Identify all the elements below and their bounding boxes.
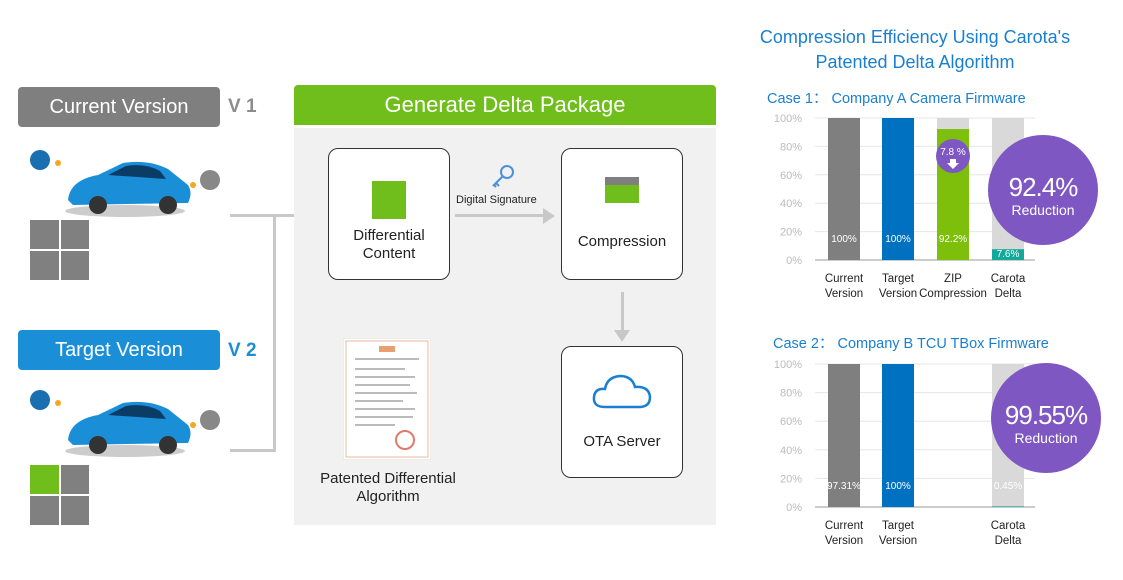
car-image-v2 [30,390,220,457]
target-version-text: Target Version [55,338,183,361]
bar [828,118,860,260]
panel-header: Generate Delta Package [294,85,716,125]
target-version-label: Target Version [18,330,220,370]
reduction-badge [988,135,1098,245]
x-tick-label: Version [879,535,917,547]
chart-title-line1: Compression Efficiency Using Carota's [759,27,1071,47]
data-label: 100% [831,234,857,245]
key-icon [492,165,514,188]
v1-label: V 1 [228,96,257,117]
reduction-value: 99.55% [1005,400,1088,430]
y-tick-label: 20% [780,473,802,485]
case2-title: Case 2： Company B TCU TBox Firmware [773,336,1049,352]
callout-value: 7.8 % [940,147,966,158]
connector-line [455,214,545,217]
compressed-block-icon [605,177,639,203]
case1-title: Case 1： Company A Camera Firmware [767,91,1026,107]
bar [882,364,914,507]
ota-server-label: OTA Server [583,433,661,450]
connector-line [230,449,275,452]
data-label: 97.31% [827,481,861,492]
differential-content-box: Differential Content [328,148,450,280]
x-tick-label: Carota [991,273,1026,285]
y-tick-label: 60% [780,416,802,428]
connector-line [621,292,624,332]
x-tick-label: Target [882,520,915,532]
blocks-v2-icon [30,465,89,525]
connector-line [273,214,276,452]
current-version-text: Current Version [49,95,189,118]
x-tick-label: Version [825,288,863,300]
car-image-v1 [30,150,220,217]
digital-signature-label: Digital Signature [456,194,537,206]
v2-label: V 2 [228,340,257,361]
patent-certificate-image [343,338,431,460]
green-block-icon [372,181,406,219]
callout-circle [936,139,970,173]
y-tick-label: 100% [774,113,802,125]
data-label: 7.6% [997,249,1020,260]
x-tick-label: Delta [995,288,1022,300]
arrow-right-icon [543,208,555,224]
ota-server-box: OTA Server [561,346,683,478]
data-label: 92.2% [939,234,967,245]
current-version-label: Current Version [18,87,220,127]
connector-line [230,214,275,217]
x-tick-label: Compression [919,288,987,300]
cloud-icon [592,374,652,409]
y-tick-label: 60% [780,170,802,182]
blocks-v1-icon [30,220,89,280]
y-tick-label: 20% [780,227,802,239]
compression-box: Compression [561,148,683,280]
reduction-label: Reduction [1011,202,1074,218]
x-tick-label: Carota [991,520,1026,532]
chart-title-line2: Patented Delta Algorithm [815,52,1015,72]
x-tick-label: Current [825,273,864,285]
reduction-value: 92.4% [1009,172,1079,202]
y-tick-label: 0% [786,502,802,514]
y-tick-label: 40% [780,445,802,457]
compression-label: Compression [577,233,667,250]
connector-line [273,214,313,217]
y-tick-label: 80% [780,141,802,153]
bar [992,249,1024,260]
data-label: 100% [885,481,911,492]
bar [828,364,860,507]
x-tick-label: ZIP [944,273,962,285]
x-tick-label: Delta [995,535,1022,547]
y-tick-label: 40% [780,198,802,210]
data-label: 100% [885,234,911,245]
data-label: 0.45% [994,481,1022,492]
y-tick-label: 0% [786,255,802,267]
bar [882,118,914,260]
reduction-label: Reduction [1014,430,1077,446]
bar [992,506,1024,507]
x-tick-label: Current [825,520,864,532]
differential-content-label: Differential Content [353,227,425,262]
patent-label: Patented Differential Algorithm [320,470,456,505]
arrow-down-icon [614,330,630,342]
down-arrow-icon [947,159,959,169]
reduction-badge [991,363,1101,473]
y-tick-label: 100% [774,359,802,371]
y-tick-label: 80% [780,388,802,400]
x-tick-label: Version [825,535,863,547]
x-tick-label: Target [882,273,915,285]
x-tick-label: Version [879,288,917,300]
